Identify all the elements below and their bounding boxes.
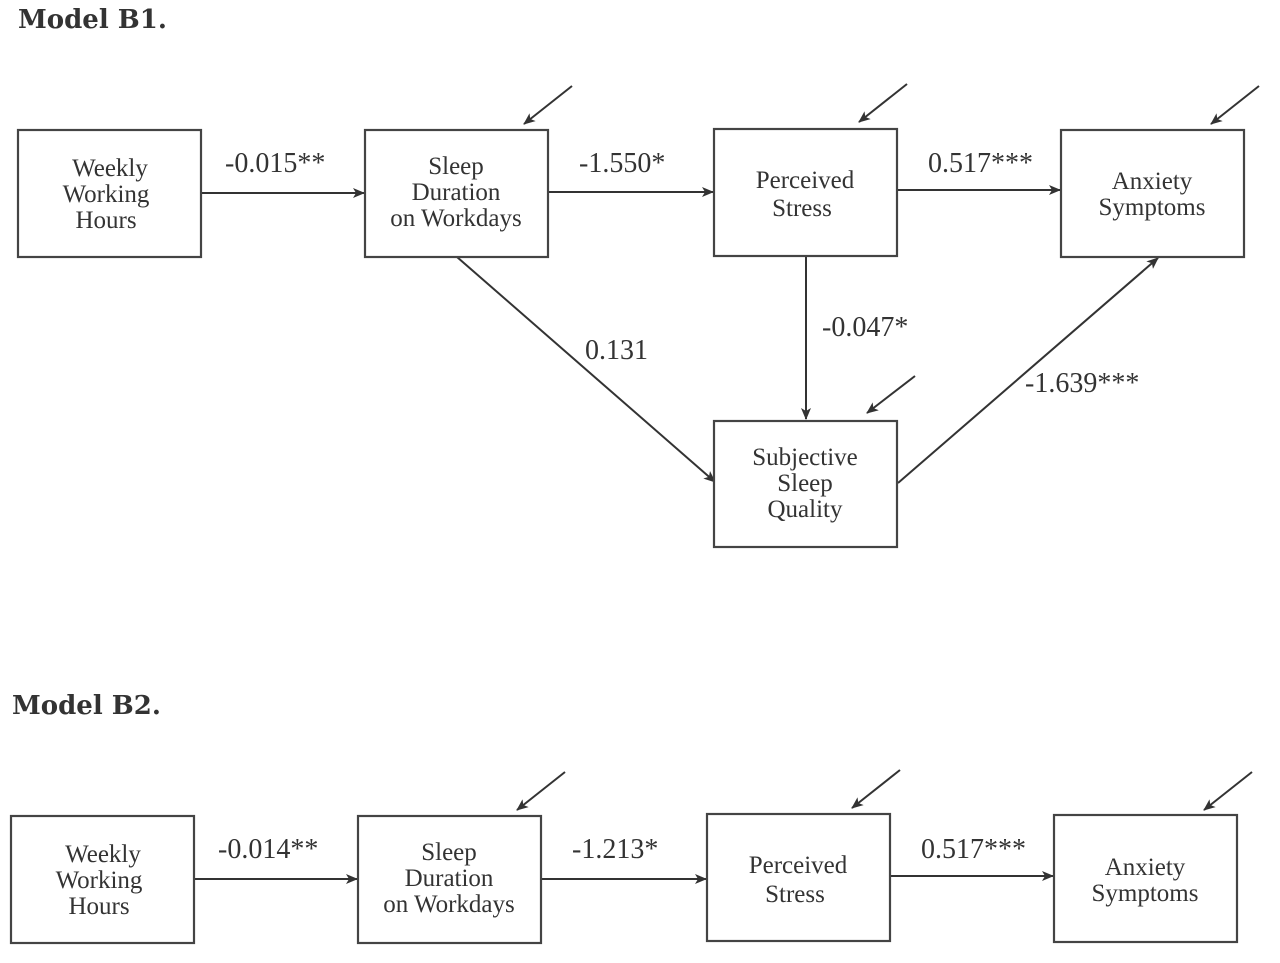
coefficient-ssq-as: -1.639*** — [1025, 368, 1139, 399]
node-label-line: Perceived — [749, 852, 848, 879]
model-b2-title: Model B2. — [12, 691, 161, 721]
node-label-line: Working — [63, 181, 150, 208]
coefficient-wwh-sdw: -0.015** — [225, 148, 325, 179]
coefficient-ps-ssq: -0.047* — [822, 312, 908, 343]
node-perceived-stress: Perceived Stress — [705, 812, 892, 943]
node-label-line: Duration — [405, 865, 494, 892]
model-b1: Model B1. Weekly Working Hours Sleep Dur… — [16, 5, 1260, 549]
node-anxiety-symptoms: Anxiety Symptoms — [1052, 813, 1239, 944]
node-sleep-duration-on-workdays: Sleep Duration on Workdays — [356, 814, 543, 945]
path-sdw-to-ssq — [456, 256, 716, 483]
node-label-line: Anxiety — [1112, 168, 1193, 195]
node-perceived-stress: Perceived Stress — [712, 127, 899, 258]
error-arrow-as — [1203, 771, 1253, 811]
coefficient-ps-as: 0.517*** — [928, 148, 1033, 179]
error-arrow-ps — [858, 83, 908, 123]
coefficient-sdw-ps: -1.213* — [572, 834, 658, 865]
node-anxiety-symptoms: Anxiety Symptoms — [1059, 128, 1246, 259]
coefficient-wwh-sdw: -0.014** — [218, 834, 318, 865]
node-label-line: Symptoms — [1099, 194, 1206, 221]
node-sleep-duration-on-workdays: Sleep Duration on Workdays — [363, 128, 550, 259]
node-label-line: on Workdays — [390, 205, 522, 232]
node-label-line: Quality — [768, 496, 843, 523]
node-label-line: Sleep — [428, 153, 484, 180]
error-arrow-sdw — [523, 85, 573, 125]
node-label-line: Sleep — [421, 839, 477, 866]
error-arrow-ps — [851, 769, 901, 809]
node-subjective-sleep-quality: Subjective Sleep Quality — [712, 419, 899, 549]
node-label-line: Weekly — [72, 155, 148, 182]
coefficient-ps-as: 0.517*** — [921, 834, 1026, 865]
node-label-line: Anxiety — [1105, 854, 1186, 881]
node-label-line: Stress — [772, 195, 832, 222]
error-arrow-as — [1210, 85, 1260, 125]
model-b2: Model B2. Weekly Working Hours Sleep Dur… — [9, 691, 1253, 945]
node-label-line: Duration — [412, 179, 501, 206]
node-weekly-working-hours: Weekly Working Hours — [16, 128, 203, 259]
node-label-line: Sleep — [777, 470, 833, 497]
node-label-line: Hours — [75, 207, 136, 234]
node-label-line: Symptoms — [1092, 880, 1199, 907]
coefficient-sdw-ps: -1.550* — [579, 148, 665, 179]
node-label-line: Stress — [765, 881, 825, 908]
node-label-line: Subjective — [752, 444, 858, 471]
error-arrow-ssq — [866, 375, 916, 414]
error-arrow-sdw — [516, 771, 566, 811]
coefficient-sdw-ssq: 0.131 — [585, 335, 648, 366]
node-label-line: Perceived — [756, 167, 855, 194]
path-ssq-to-as — [897, 257, 1159, 484]
node-weekly-working-hours: Weekly Working Hours — [9, 814, 196, 945]
node-label-line: Weekly — [65, 841, 141, 868]
model-b1-title: Model B1. — [18, 5, 167, 35]
node-label-line: on Workdays — [383, 891, 515, 918]
node-label-line: Hours — [68, 893, 129, 920]
node-label-line: Working — [56, 867, 143, 894]
